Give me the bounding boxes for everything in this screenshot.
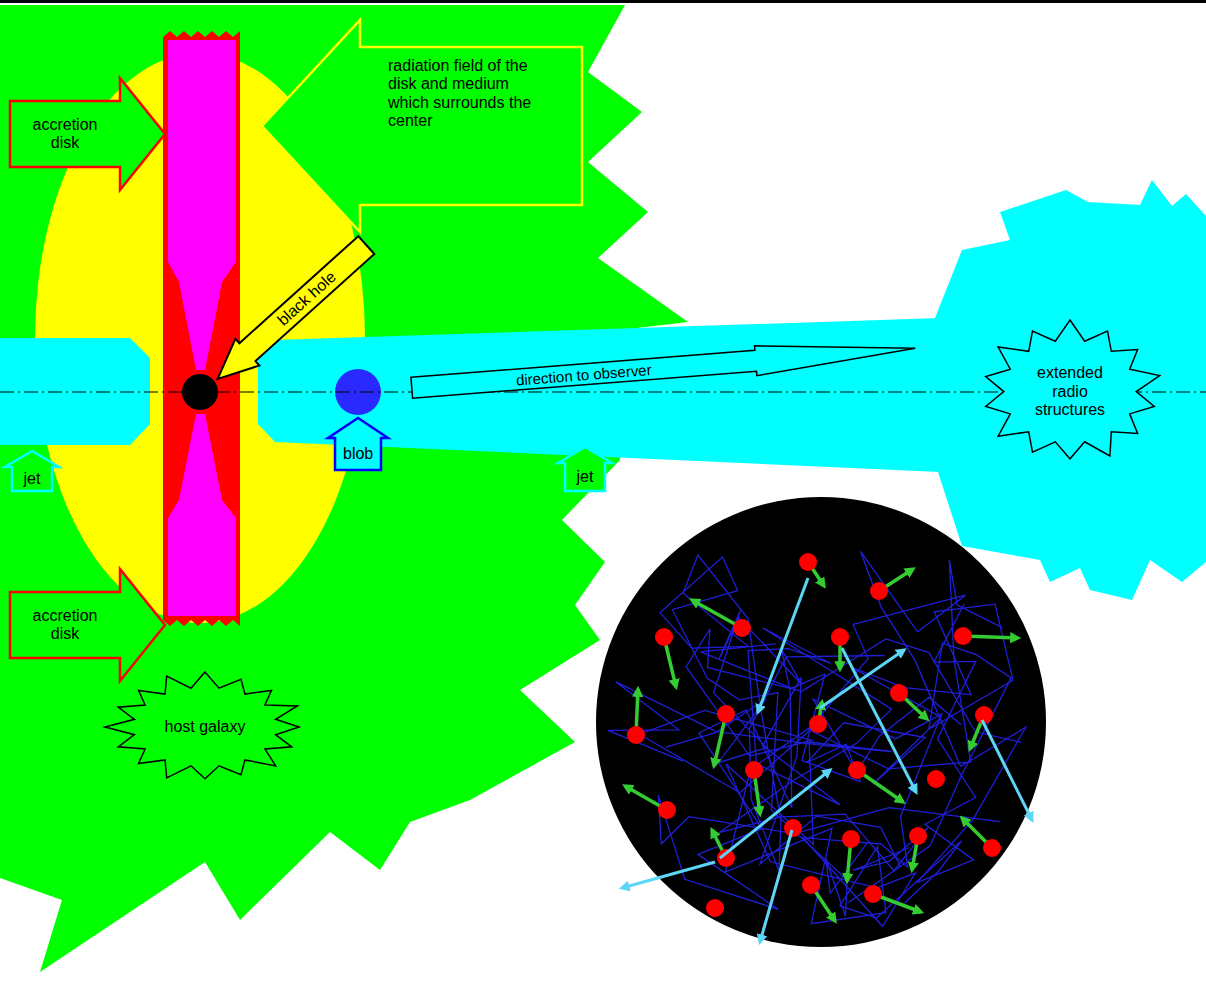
photon-arrow bbox=[758, 578, 808, 712]
disk-inner-bottom bbox=[168, 414, 236, 616]
node-shape bbox=[105, 672, 299, 779]
node-shape bbox=[206, 232, 379, 393]
particle bbox=[909, 827, 927, 845]
particle-path bbox=[809, 551, 1026, 882]
particle bbox=[717, 705, 735, 723]
photon-arrow bbox=[720, 770, 830, 858]
particle bbox=[655, 628, 673, 646]
node-outline bbox=[10, 569, 165, 681]
node-label: extended radio structures bbox=[1030, 364, 1110, 419]
top-rule bbox=[0, 0, 1206, 3]
blob-inset bbox=[596, 497, 1046, 947]
photon-arrow bbox=[820, 650, 904, 708]
particle bbox=[784, 819, 802, 837]
node-label: black hole bbox=[274, 268, 340, 330]
particle bbox=[954, 627, 972, 645]
photon-arrow bbox=[982, 720, 1032, 820]
particle bbox=[658, 801, 676, 819]
disk-inner-top bbox=[168, 40, 236, 370]
node-shape bbox=[558, 447, 612, 491]
node-shape bbox=[10, 569, 165, 681]
particle bbox=[802, 876, 820, 894]
particles bbox=[627, 553, 1001, 917]
callout-arrow: accretion disk bbox=[10, 569, 165, 681]
jet-right bbox=[258, 318, 940, 472]
node-outline bbox=[10, 78, 165, 190]
particle-paths bbox=[608, 551, 1026, 926]
callout-arrow: jet bbox=[558, 447, 612, 491]
starburst-label: extended radio structures bbox=[978, 320, 1162, 463]
particle bbox=[706, 899, 724, 917]
node-label: radiation field of the disk and medium w… bbox=[388, 57, 553, 131]
particle bbox=[890, 684, 908, 702]
particle bbox=[733, 619, 751, 637]
accretion-disk bbox=[163, 31, 240, 626]
starburst-label: host galaxy bbox=[105, 672, 305, 782]
photon-arrows bbox=[622, 578, 1032, 942]
callout-arrow: jet bbox=[5, 451, 59, 491]
particle bbox=[627, 726, 645, 744]
particle bbox=[864, 885, 882, 903]
node-label: host galaxy bbox=[165, 718, 246, 736]
particle bbox=[809, 715, 827, 733]
photon-arrow bbox=[760, 830, 792, 942]
particle bbox=[870, 582, 888, 600]
particle bbox=[799, 553, 817, 571]
node-label: jet bbox=[577, 468, 594, 486]
callout-arrow: radiation field of the disk and medium w… bbox=[262, 20, 582, 232]
node-outline bbox=[328, 418, 388, 470]
particle bbox=[927, 770, 945, 788]
node-shape bbox=[5, 451, 59, 491]
particle bbox=[842, 830, 860, 848]
node-label: accretion disk bbox=[18, 116, 112, 153]
particle-path bbox=[640, 629, 1022, 923]
node-shape bbox=[328, 418, 388, 470]
node-shape bbox=[411, 333, 917, 403]
direction-arrow: direction to observer bbox=[411, 333, 917, 403]
particle-velocities bbox=[625, 562, 1018, 921]
node-label: jet bbox=[24, 470, 41, 488]
node-shape bbox=[262, 20, 582, 232]
callout-arrow: black hole bbox=[206, 232, 379, 393]
callout-arrow: accretion disk bbox=[10, 78, 165, 190]
particle bbox=[983, 839, 1001, 857]
photon-arrow bbox=[622, 862, 715, 888]
callout-arrow: blob bbox=[328, 418, 388, 470]
particle-path bbox=[660, 555, 885, 916]
host-galaxy-region bbox=[0, 5, 688, 972]
node-label: accretion disk bbox=[18, 607, 112, 644]
node-label: blob bbox=[343, 445, 373, 463]
node-outline bbox=[411, 333, 917, 403]
particle bbox=[831, 628, 849, 646]
particle bbox=[848, 761, 866, 779]
photon-arrow bbox=[842, 648, 916, 792]
particle bbox=[745, 761, 763, 779]
node-shape bbox=[986, 320, 1160, 459]
radio-lobe bbox=[935, 180, 1206, 600]
node-shape bbox=[10, 78, 165, 190]
